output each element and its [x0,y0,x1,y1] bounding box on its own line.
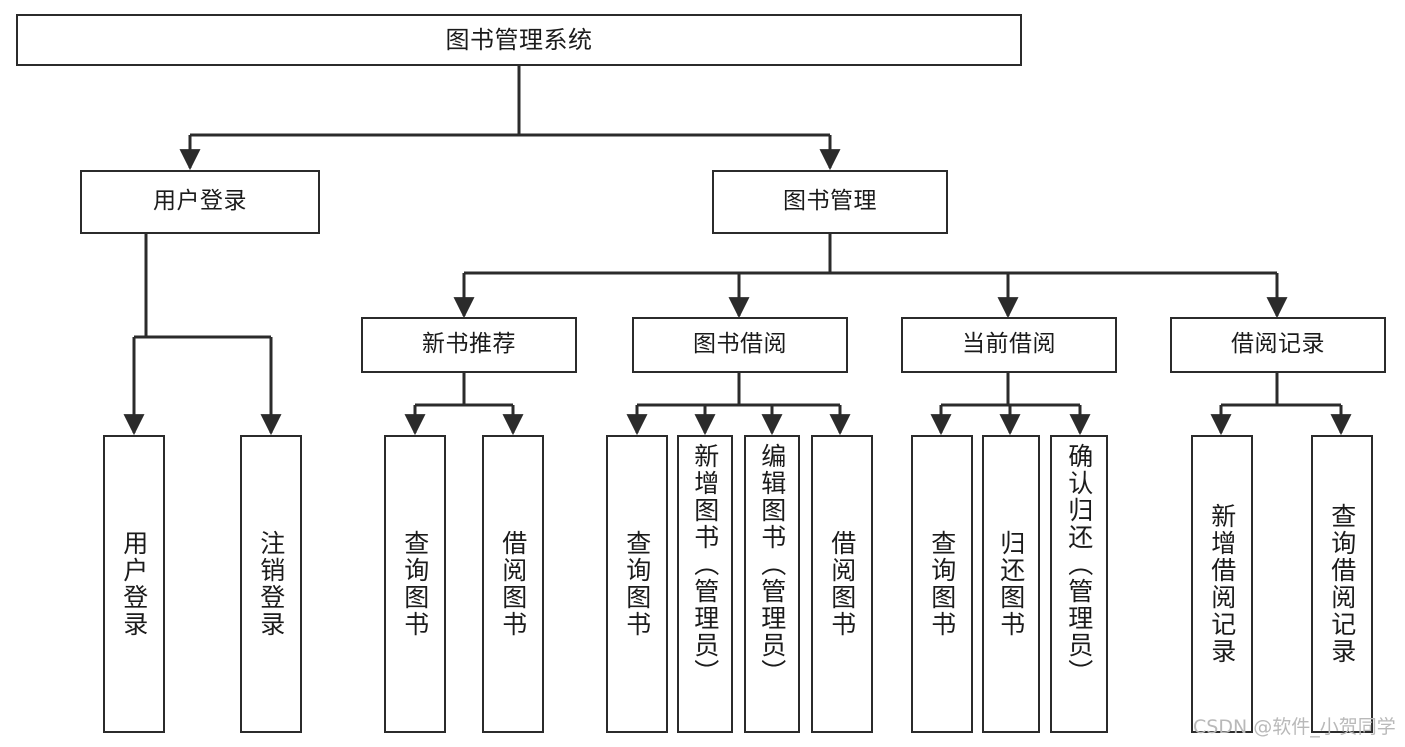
leaf-return-book[interactable]: 归还图书 [982,435,1040,733]
node-user-login[interactable]: 用户登录 [80,170,320,234]
node-book-management[interactable]: 图书管理 [712,170,948,234]
leaf-add-book[interactable]: 新增图书（管理员） [677,435,733,733]
leaf-user-login-label: 用户登录 [119,530,149,638]
node-user-login-label: 用户登录 [153,188,247,215]
leaf-edit-book[interactable]: 编辑图书（管理员） [744,435,800,733]
leaf-borrow-book-1[interactable]: 借阅图书 [482,435,544,733]
leaf-query-record-label: 查询借阅记录 [1327,503,1357,665]
node-current-borrow[interactable]: 当前借阅 [901,317,1117,373]
leaf-borrow-book-2[interactable]: 借阅图书 [811,435,873,733]
leaf-add-book-label: 新增图书（管理员） [690,443,720,686]
leaf-confirm-return[interactable]: 确认归还（管理员） [1050,435,1108,733]
leaf-borrow-book-1-label: 借阅图书 [498,530,528,638]
leaf-add-record[interactable]: 新增借阅记录 [1191,435,1253,733]
node-book-management-label: 图书管理 [783,188,877,215]
leaf-query-book-2-label: 查询图书 [622,530,652,638]
leaf-query-book-1-label: 查询图书 [400,530,430,638]
leaf-query-book-3-label: 查询图书 [927,530,957,638]
node-borrow-record[interactable]: 借阅记录 [1170,317,1386,373]
leaf-query-book-1[interactable]: 查询图书 [384,435,446,733]
leaf-logout-login-label: 注销登录 [256,530,286,638]
node-new-book-recommend[interactable]: 新书推荐 [361,317,577,373]
leaf-borrow-book-2-label: 借阅图书 [827,530,857,638]
node-current-borrow-label: 当前借阅 [962,331,1056,358]
node-root-label: 图书管理系统 [445,25,593,54]
leaf-confirm-return-label: 确认归还（管理员） [1064,443,1094,686]
leaf-query-record[interactable]: 查询借阅记录 [1311,435,1373,733]
leaf-logout-login[interactable]: 注销登录 [240,435,302,733]
node-root-system[interactable]: 图书管理系统 [16,14,1022,66]
leaf-user-login[interactable]: 用户登录 [103,435,165,733]
node-book-borrow[interactable]: 图书借阅 [632,317,848,373]
leaf-edit-book-label: 编辑图书（管理员） [757,443,787,686]
node-borrow-record-label: 借阅记录 [1231,331,1325,358]
leaf-query-book-3[interactable]: 查询图书 [911,435,973,733]
leaf-add-record-label: 新增借阅记录 [1207,503,1237,665]
node-new-book-recommend-label: 新书推荐 [422,331,516,358]
csdn-watermark: CSDN @软件_小贺同学 [1193,716,1396,738]
leaf-query-book-2[interactable]: 查询图书 [606,435,668,733]
leaf-return-book-label: 归还图书 [996,530,1026,638]
node-book-borrow-label: 图书借阅 [693,331,787,358]
